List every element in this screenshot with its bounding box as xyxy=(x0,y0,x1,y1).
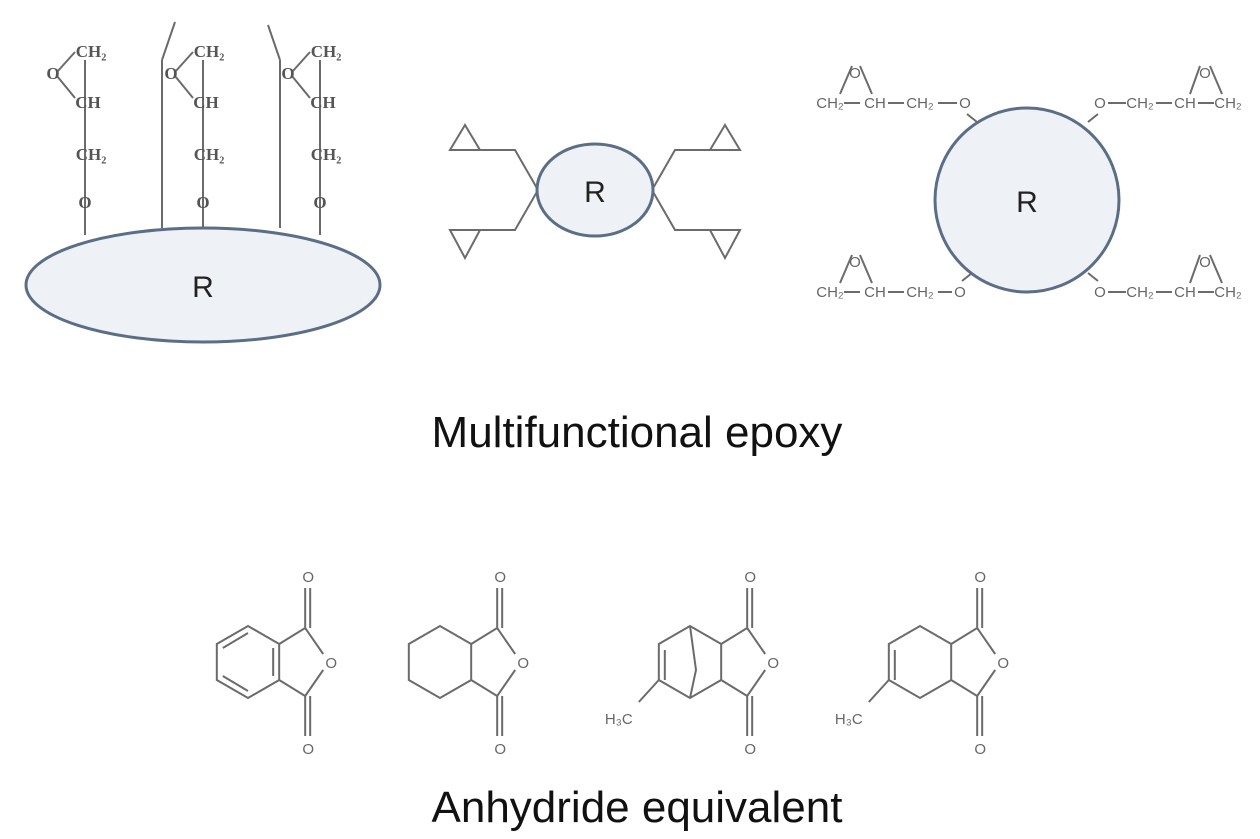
methyl-label: H₃C xyxy=(605,711,633,728)
carbonyl-o-label: O xyxy=(974,741,986,758)
carbonyl-o-label: O xyxy=(744,569,756,586)
glycidyl-chain: CH₂ O CH CH₂ O xyxy=(46,42,106,235)
epoxide-o-label: O xyxy=(849,254,861,271)
r-label: R xyxy=(584,176,606,209)
ring-o-label: O xyxy=(517,655,529,672)
anhydride-structures: O O O O O O O O O H₃C O O O H₃C xyxy=(215,569,1009,758)
glycidyl-chain: CH₂ O CH CH₂ O xyxy=(281,42,341,235)
epoxide-o-label: O xyxy=(1199,65,1211,82)
carbonyl-o-label: O xyxy=(302,569,314,586)
carbonyl-o-label: O xyxy=(494,741,506,758)
ch2-label: CH₂ xyxy=(194,42,225,61)
ether-o-label: O xyxy=(78,193,91,212)
r-core-ellipse xyxy=(24,226,382,344)
anhydride-molecule: O O O H₃C xyxy=(605,569,779,758)
ch2-label: CH₂ xyxy=(194,145,225,164)
methyl-label: H₃C xyxy=(835,711,863,728)
ch2-label: CH₂ xyxy=(906,95,934,112)
ether-o-label: O xyxy=(1094,95,1106,112)
r-core-circle-small xyxy=(535,142,655,238)
ether-o-label: O xyxy=(196,193,209,212)
epoxide-o-label: O xyxy=(281,64,294,83)
anhydride-molecule: O O O xyxy=(215,569,337,758)
ch-label: CH xyxy=(75,93,101,112)
ch-label: CH xyxy=(864,95,886,112)
epoxy-structure-compact: R xyxy=(448,123,742,261)
ch2-label: CH₂ xyxy=(816,284,844,301)
glycidyl-ether-chain: CH₂ CH CH₂ O O xyxy=(816,65,978,123)
carbonyl-o-label: O xyxy=(302,741,314,758)
ch-label: CH xyxy=(193,93,219,112)
glycidyl-chain: CH₂ O CH CH₂ O xyxy=(164,42,224,235)
r-label: R xyxy=(1016,186,1038,219)
ch2-label: CH₂ xyxy=(311,42,342,61)
ch2-label: CH₂ xyxy=(906,284,934,301)
ch-label: CH xyxy=(1174,95,1196,112)
ether-o-label: O xyxy=(954,284,966,301)
ring-o-label: O xyxy=(997,655,1009,672)
ch2-label: CH₂ xyxy=(76,145,107,164)
glycidyl-ether-chain: CH₂ CH CH₂ O O xyxy=(816,254,973,301)
ch2-label: CH₂ xyxy=(816,95,844,112)
ether-o-label: O xyxy=(959,95,971,112)
ch2-label: CH₂ xyxy=(1126,284,1154,301)
ring-o-label: O xyxy=(325,655,337,672)
carbonyl-o-label: O xyxy=(744,741,756,758)
ch2-label: CH₂ xyxy=(76,42,107,61)
carbonyl-o-label: O xyxy=(974,569,986,586)
anhydride-molecule: O O O H₃C xyxy=(835,569,1009,758)
ring-o-label: O xyxy=(767,655,779,672)
epoxide-o-label: O xyxy=(46,64,59,83)
epoxy-structure-linear: CH₂ O CH CH₂ O CH₂ O CH CH₂ O CH₂ O CH CH₂ O R xyxy=(24,21,382,344)
ether-o-label: O xyxy=(1094,284,1106,301)
carbonyl-o-label: O xyxy=(494,569,506,586)
r-label: R xyxy=(192,271,214,304)
anhydride-molecule: O O O xyxy=(407,569,529,758)
epoxide-o-label: O xyxy=(164,64,177,83)
ch2-label: CH₂ xyxy=(311,145,342,164)
ch-label: CH xyxy=(310,93,336,112)
r-core-circle-large xyxy=(933,106,1121,294)
caption-multifunctional-epoxy: Multifunctional epoxy xyxy=(432,408,843,457)
epoxide-o-label: O xyxy=(849,65,861,82)
ch2-label: CH₂ xyxy=(1214,95,1242,112)
caption-anhydride-equivalent: Anhydride equivalent xyxy=(432,783,843,832)
ch2-label: CH₂ xyxy=(1214,284,1242,301)
ch-label: CH xyxy=(864,284,886,301)
epoxide-o-label: O xyxy=(1199,254,1211,271)
ch2-label: CH₂ xyxy=(1126,95,1154,112)
ch-label: CH xyxy=(1174,284,1196,301)
ether-o-label: O xyxy=(313,193,326,212)
